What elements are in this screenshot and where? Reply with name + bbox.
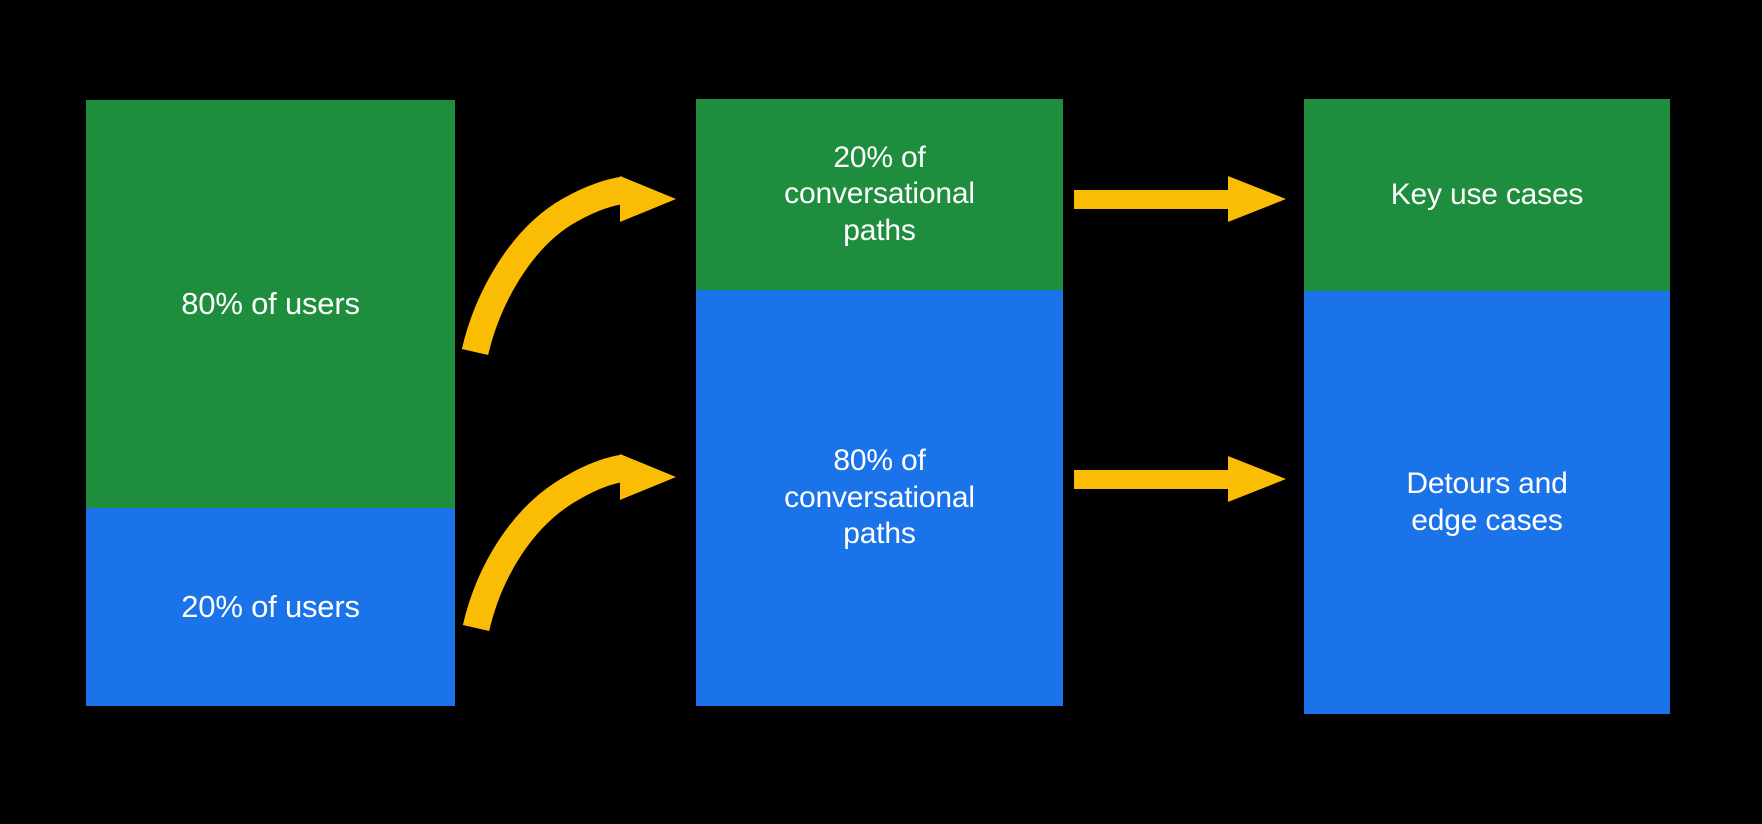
- curved-arrow-users-to-paths-top: [461, 176, 676, 356]
- curved-arrow-users-to-paths-bottom: [462, 454, 676, 632]
- band-detours-edge-cases: Detours and edge cases: [1304, 291, 1670, 714]
- band-paths-minority-label: 20% of conversational paths: [784, 140, 975, 247]
- band-key-use-cases-label: Key use cases: [1390, 177, 1584, 211]
- band-users-majority: 80% of users: [86, 100, 455, 508]
- band-key-use-cases: Key use cases: [1304, 99, 1670, 291]
- straight-arrow-paths-to-key-use-cases: [1074, 176, 1286, 222]
- straight-arrow-paths-to-detours: [1074, 456, 1286, 502]
- band-paths-majority-label: 80% of conversational paths: [784, 444, 975, 551]
- band-paths-minority: 20% of conversational paths: [696, 99, 1063, 290]
- band-users-majority-label: 80% of users: [181, 286, 360, 322]
- band-paths-majority: 80% of conversational paths: [696, 290, 1063, 706]
- column-users: 80% of users 20% of users: [86, 100, 455, 706]
- column-outcomes: Key use cases Detours and edge cases: [1304, 99, 1670, 714]
- column-conversational-paths: 20% of conversational paths 80% of conve…: [696, 99, 1063, 706]
- band-users-minority: 20% of users: [86, 508, 455, 706]
- band-detours-edge-cases-label: Detours and edge cases: [1406, 466, 1568, 537]
- band-users-minority-label: 20% of users: [181, 589, 360, 625]
